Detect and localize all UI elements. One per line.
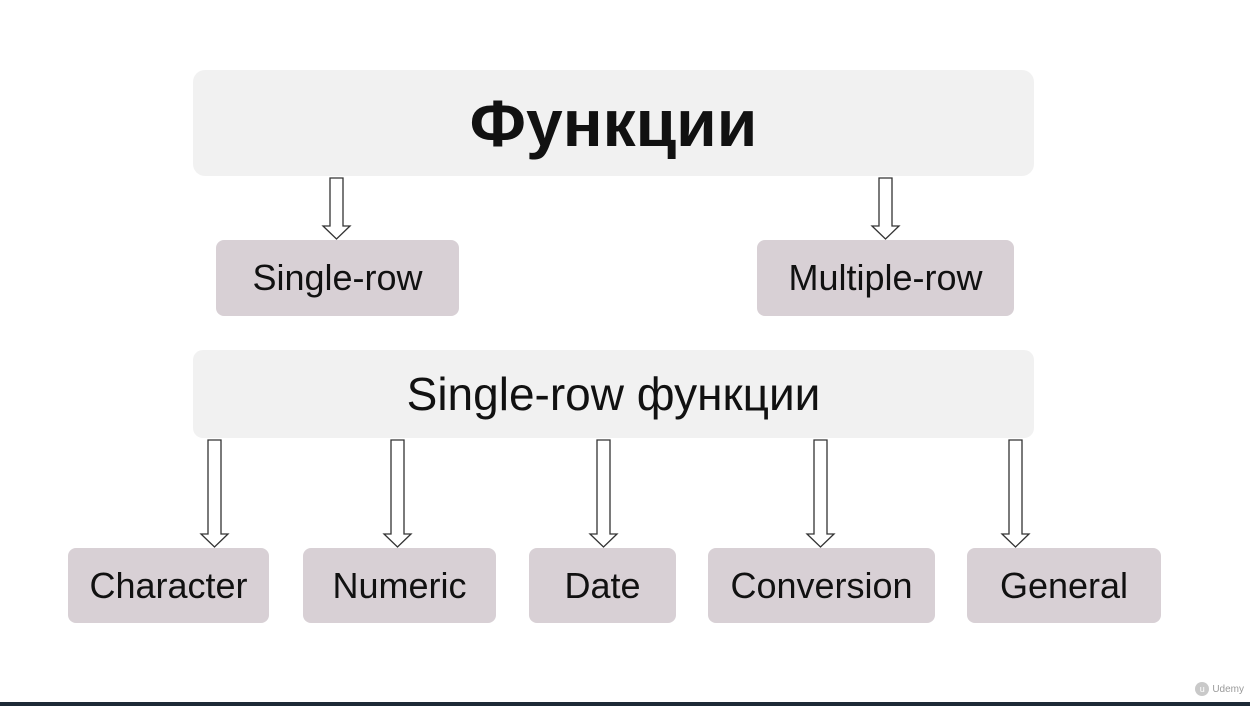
arrow-subtitle-to-character (199, 439, 230, 548)
udemy-logo-icon: u (1195, 682, 1210, 696)
arrow-subtitle-to-conversion (805, 439, 836, 548)
node-general: General (967, 548, 1161, 623)
bottom-bar (0, 702, 1250, 706)
node-conversion: Conversion (708, 548, 935, 623)
udemy-watermark: u Udemy (1195, 682, 1244, 696)
node-single-row: Single-row (216, 240, 459, 316)
node-character: Character (68, 548, 269, 623)
arrow-subtitle-to-general (1000, 439, 1031, 548)
node-numeric: Numeric (303, 548, 496, 623)
diagram-title: Функции (193, 70, 1034, 176)
arrow-title-to-single-row (321, 177, 352, 240)
arrow-title-to-multiple-row (870, 177, 901, 240)
arrow-subtitle-to-date (588, 439, 619, 548)
node-multiple-row: Multiple-row (757, 240, 1014, 316)
diagram-subtitle: Single-row функции (193, 350, 1034, 438)
arrow-subtitle-to-numeric (382, 439, 413, 548)
node-date: Date (529, 548, 676, 623)
watermark-text: Udemy (1212, 683, 1244, 695)
